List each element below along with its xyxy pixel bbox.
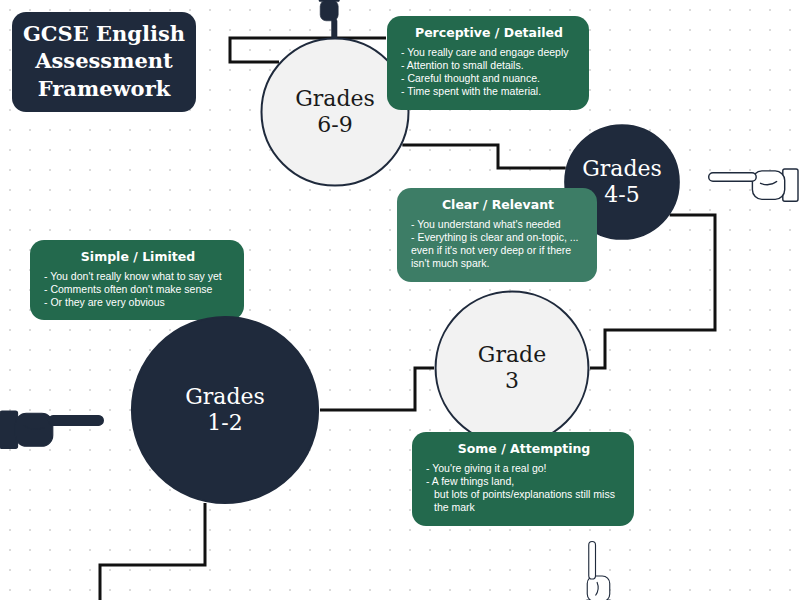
pointing-hand	[586, 542, 612, 600]
grade-label: Grades 1-2	[185, 384, 265, 437]
callout-bullet: - Or they are very obvious	[44, 296, 232, 309]
callout-bullet: - You don't really know what to say yet	[44, 270, 232, 283]
callout-bullet: - You really care and engage deeply	[401, 46, 577, 59]
callout-box: Clear / Relevant - You understand what's …	[397, 188, 597, 282]
callout-bullet: - A few things land,	[426, 475, 622, 488]
callout-bullet: - Attention to small details.	[401, 59, 577, 72]
callout-heading: Clear / Relevant	[411, 197, 585, 212]
grade-label: Grade 3	[478, 342, 546, 395]
callout-bullet: - Careful thought and nuance.	[401, 72, 577, 85]
circle-shape	[132, 317, 318, 503]
callout-bullet: - Comments often don't make sense	[44, 283, 232, 296]
stair-connector	[320, 368, 434, 410]
callout-heading: Perceptive / Detailed	[401, 25, 577, 40]
pointing-hand	[709, 169, 798, 201]
callout-bullet: - You're giving it a real go!	[426, 462, 622, 475]
callout-heading: Simple / Limited	[44, 249, 232, 264]
grade-label: Grades 6-9	[295, 86, 375, 139]
callout-box: Simple / Limited - You don't really know …	[30, 240, 244, 320]
callout-box: Some / Attempting - You're giving it a re…	[412, 432, 634, 526]
grade-circle: Grades 1-2	[130, 315, 320, 505]
grade-circle: Grade 3	[434, 290, 590, 446]
circle-shape	[436, 292, 589, 445]
title-box: GCSE English Assessment Framework	[12, 12, 196, 112]
stair-line	[320, 368, 434, 410]
callout-box: Perceptive / Detailed - You really care a…	[387, 16, 589, 110]
stair-line	[100, 503, 205, 600]
callout-bullet: but lots of points/explanations still mi…	[426, 488, 622, 514]
title-text: GCSE English Assessment Framework	[20, 20, 188, 102]
callout-bullet: - You understand what's needed	[411, 218, 585, 231]
callout-bullet: - Time spent with the material.	[401, 85, 577, 98]
callout-bullet: - Everything is clear and on-topic, ... …	[411, 231, 585, 270]
stair-line	[402, 145, 565, 168]
stair-connector	[402, 145, 565, 168]
callout-heading: Some / Attempting	[426, 441, 622, 456]
pointing-hand	[0, 411, 103, 448]
